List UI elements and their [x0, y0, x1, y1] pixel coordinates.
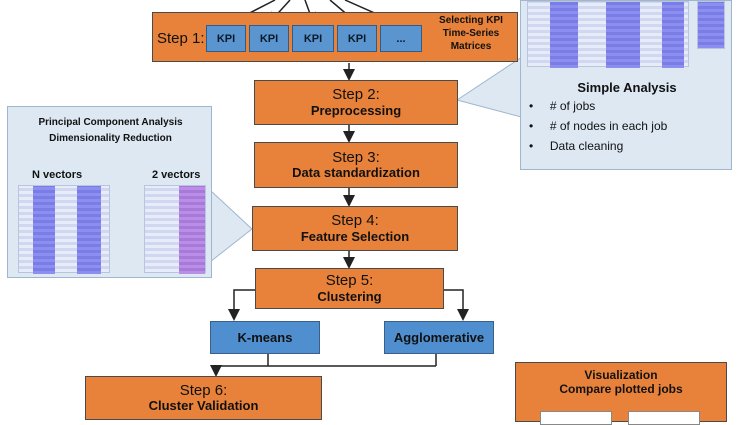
- simple-analysis-item-2: • # of nodes in each job: [529, 119, 668, 133]
- kmeans-box: K-means: [210, 321, 320, 354]
- simple-analysis-item-1: • # of jobs: [529, 99, 596, 113]
- simple-analysis-item-3: • Data cleaning: [529, 139, 624, 153]
- clustering-merge: [210, 353, 437, 377]
- kpi-box-3: KPI: [292, 25, 334, 52]
- step4-box: Step 4: Feature Selection: [252, 206, 458, 251]
- pca-pointer: [209, 188, 253, 264]
- visualization-title: Visualization: [584, 368, 658, 382]
- n-vectors-matrix: [18, 185, 110, 274]
- kpi-box-2: KPI: [249, 25, 289, 52]
- plot-thumbnail-1: [540, 411, 612, 425]
- simple-analysis-pointer: [455, 54, 526, 119]
- step1-note-line1: Selecting KPI: [439, 15, 503, 26]
- n-vectors-label: N vectors: [32, 169, 83, 181]
- pca-callout: Principal Component Analysis Dimensional…: [7, 106, 212, 278]
- pca-title-line1: Principal Component Analysis: [38, 117, 183, 128]
- simple-analysis-callout: Simple Analysis • # of jobs • # of nodes…: [520, 0, 732, 170]
- data-matrix-thumbnail-small: [697, 1, 725, 49]
- step3-box: Step 3: Data standardization: [254, 142, 458, 188]
- simple-analysis-item-1-text: # of jobs: [549, 99, 596, 113]
- flow-connectors: [113, 0, 526, 377]
- simple-analysis-item-2-text: # of nodes in each job: [549, 119, 668, 133]
- agglomerative-box: Agglomerative: [384, 321, 494, 354]
- visualization-box: Visualization Compare plotted jobs: [515, 362, 727, 425]
- step1-note: Selecting KPI Time-Series Matrices: [425, 14, 517, 53]
- step6-number: Step 6:: [179, 382, 228, 399]
- step1-label: Step 1:: [157, 30, 205, 47]
- step3-title: Data standardization: [292, 165, 420, 181]
- two-vectors-label: 2 vectors: [152, 169, 201, 181]
- step5-title: Clustering: [317, 288, 382, 304]
- two-vectors-matrix: [144, 185, 206, 274]
- step2-title: Preprocessing: [310, 102, 402, 118]
- kpi-box-1: KPI: [206, 25, 246, 52]
- step2-number: Step 2:: [332, 86, 380, 104]
- kpi-box-4: KPI: [337, 25, 377, 52]
- step1-note-line3: Matrices: [450, 41, 492, 52]
- clustering-split: [228, 289, 469, 321]
- simple-analysis-item-3-text: Data cleaning: [549, 139, 624, 153]
- step5-number: Step 5:: [325, 272, 374, 290]
- step4-title: Feature Selection: [300, 228, 410, 244]
- step6-title: Cluster Validation: [148, 398, 259, 414]
- step3-number: Step 3:: [332, 148, 380, 166]
- pca-title-line2: Dimensionality Reduction: [49, 133, 172, 144]
- step6-box: Step 6: Cluster Validation: [85, 376, 322, 420]
- step5-box: Step 5: Clustering: [255, 268, 444, 309]
- kpi-box-ellipsis: ...: [380, 25, 422, 52]
- data-matrix-thumbnail: [527, 1, 689, 68]
- step1-note-line2: Time-Series: [442, 28, 500, 39]
- visualization-subtitle: Compare plotted jobs: [559, 382, 683, 396]
- step4-number: Step 4:: [331, 212, 379, 230]
- plot-thumbnail-2: [628, 411, 700, 425]
- step2-box: Step 2: Preprocessing: [254, 80, 458, 125]
- simple-analysis-title: Simple Analysis: [577, 80, 677, 95]
